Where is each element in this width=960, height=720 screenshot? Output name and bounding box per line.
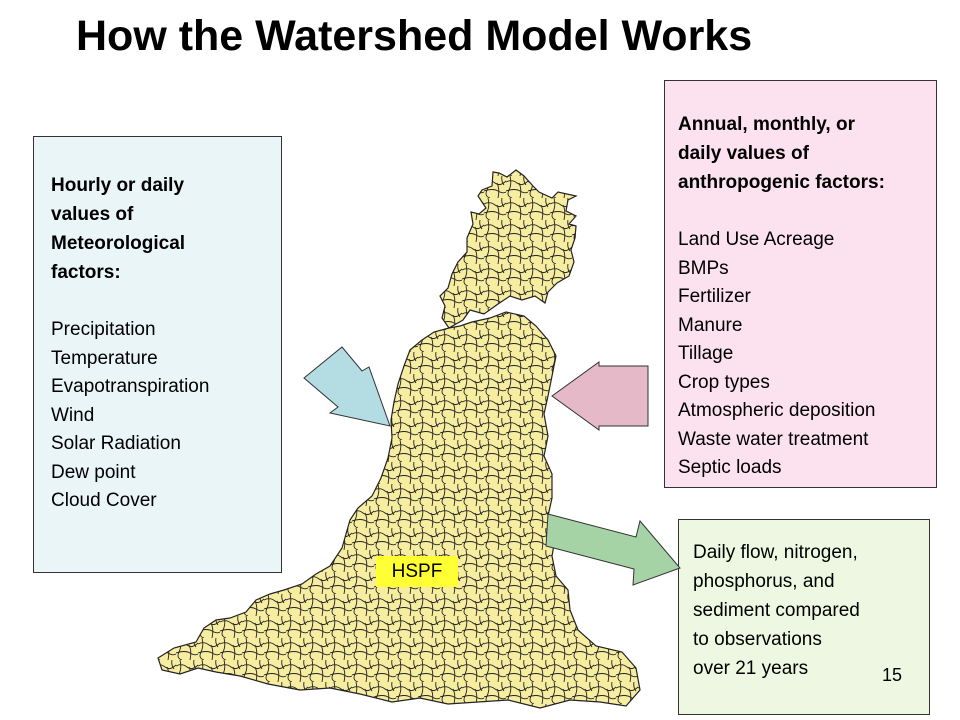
model-output-text: Daily flow, nitrogen, phosphorus, and se…: [693, 542, 860, 679]
hspf-model-label: HSPF: [376, 556, 458, 587]
anthropogenic-input-arrow: [551, 361, 649, 431]
meteorological-item: Cloud Cover: [51, 490, 157, 511]
meteorological-item: Precipitation: [51, 319, 156, 340]
anthropogenic-item: Waste water treatment: [678, 428, 869, 450]
anthropogenic-factors-box: Annual, monthly, or daily values of anth…: [664, 80, 937, 488]
meteorological-heading: Hourly or daily values of Meteorological…: [51, 175, 186, 283]
anthropogenic-list: Land Use Acreage BMPs Fertilizer Manure …: [678, 226, 936, 483]
anthropogenic-item: Fertilizer: [678, 286, 751, 307]
meteorological-item: Evapotranspiration: [51, 376, 210, 397]
page-number: 15: [882, 665, 903, 685]
anthropogenic-item: Crop types: [678, 371, 770, 393]
meteorological-item: Dew point: [51, 461, 136, 483]
meteorological-item: Solar Radiation: [51, 433, 181, 454]
model-output-arrow: [545, 513, 681, 586]
anthropogenic-item: Manure: [678, 314, 743, 336]
meteorological-input-arrow: [303, 346, 391, 427]
anthropogenic-item: BMPs: [678, 257, 729, 279]
meteorological-item: Temperature: [51, 347, 158, 369]
watershed-map: [157, 169, 641, 709]
anthropogenic-item: Land Use Acreage: [678, 229, 835, 250]
anthropogenic-heading: Annual, monthly, or daily values of anth…: [678, 114, 885, 193]
anthropogenic-item: Tillage: [678, 343, 734, 364]
meteorological-list: Precipitation Temperature Evapotranspira…: [51, 316, 281, 516]
anthropogenic-item: Septic loads: [678, 457, 782, 478]
model-output-box: Daily flow, nitrogen, phosphorus, and se…: [678, 519, 930, 715]
slide-title: How the Watershed Model Works: [76, 12, 753, 60]
meteorological-factors-box: Hourly or daily values of Meteorological…: [33, 136, 282, 573]
anthropogenic-item: Atmospheric deposition: [678, 400, 876, 421]
meteorological-item: Wind: [51, 404, 95, 426]
